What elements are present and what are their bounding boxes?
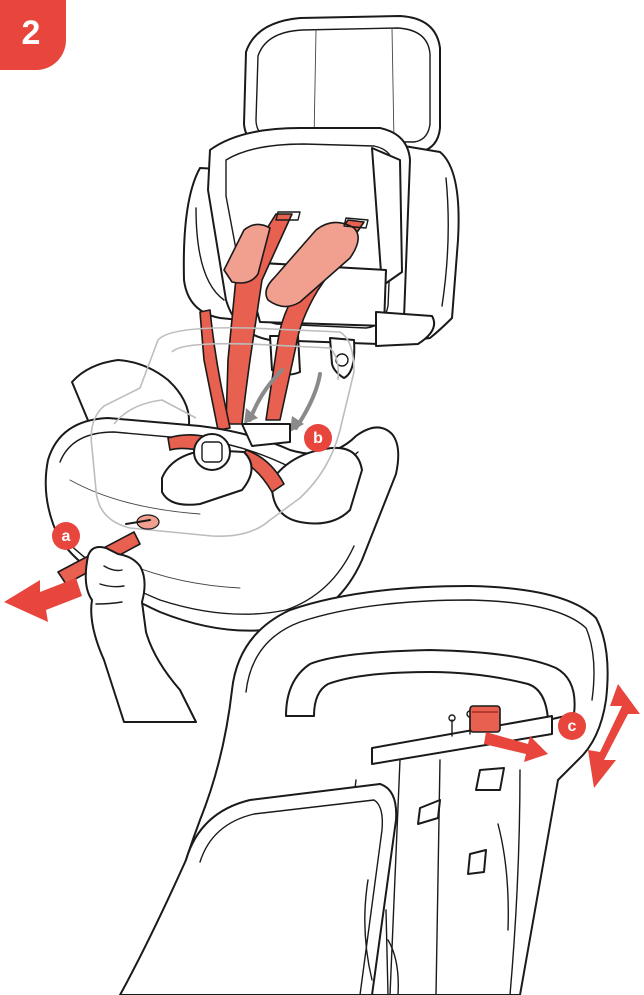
callout-c: c xyxy=(558,712,586,740)
callout-c-label: c xyxy=(568,718,577,735)
seat-backrest xyxy=(184,16,459,378)
callout-a: a xyxy=(52,522,80,550)
callout-a-label: a xyxy=(62,528,71,545)
callout-b: b xyxy=(304,424,332,452)
seat-front-cushion xyxy=(120,784,398,995)
callout-b-label: b xyxy=(313,430,323,447)
pull-arrow-icon xyxy=(4,578,82,622)
